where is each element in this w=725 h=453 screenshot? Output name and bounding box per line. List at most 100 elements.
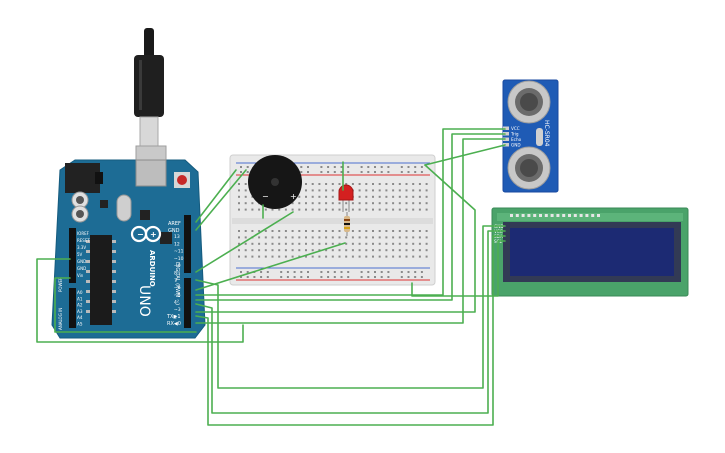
power-header-label: POWER bbox=[58, 277, 63, 292]
breadboard-hole bbox=[398, 208, 401, 211]
breadboard-hole bbox=[385, 230, 388, 232]
breadboard-hole bbox=[392, 202, 395, 205]
breadboard-hole bbox=[338, 208, 341, 211]
breadboard-hole bbox=[305, 230, 307, 232]
breadboard-hole bbox=[387, 271, 390, 273]
sensor-pin bbox=[503, 126, 509, 130]
breadboard-hole bbox=[418, 242, 421, 245]
breadboard-hole bbox=[284, 242, 287, 245]
breadboard-hole bbox=[291, 202, 294, 205]
breadboard-hole bbox=[298, 230, 301, 232]
wire-sensor-echo bbox=[195, 138, 506, 324]
lcd-header-pin bbox=[544, 214, 548, 217]
breadboard-hole bbox=[331, 255, 334, 258]
breadboard-hole bbox=[300, 271, 303, 273]
breadboard-hole bbox=[271, 249, 274, 252]
breadboard-hole bbox=[378, 183, 381, 185]
breadboard-hole bbox=[347, 171, 350, 173]
breadboard-hole bbox=[331, 242, 334, 245]
breadboard-hole bbox=[331, 208, 334, 211]
breadboard-hole bbox=[378, 236, 381, 239]
breadboard-hole bbox=[400, 271, 403, 273]
breadboard-hole bbox=[380, 271, 383, 273]
breadboard-hole bbox=[333, 271, 336, 273]
breadboard-hole bbox=[340, 171, 343, 173]
breadboard-hole bbox=[318, 230, 321, 232]
breadboard-hole bbox=[372, 208, 374, 211]
breadboard-hole bbox=[298, 236, 301, 239]
breadboard-hole bbox=[305, 189, 307, 192]
breadboard-hole bbox=[307, 171, 309, 173]
breadboard-hole bbox=[385, 183, 388, 185]
breadboard-hole bbox=[360, 271, 363, 273]
breadboard-hole bbox=[298, 202, 301, 205]
breadboard-hole bbox=[251, 195, 254, 198]
breadboard-hole bbox=[244, 242, 247, 245]
breadboard-hole bbox=[284, 249, 287, 252]
breadboard-hole bbox=[240, 171, 242, 173]
breadboard-hole bbox=[340, 276, 343, 278]
breadboard-hole bbox=[407, 171, 410, 173]
breadboard-hole bbox=[358, 255, 361, 258]
digital-pin-label: 13 bbox=[174, 234, 180, 240]
lcd-header-pin bbox=[562, 214, 566, 217]
breadboard-hole bbox=[258, 208, 261, 211]
breadboard-hole bbox=[378, 195, 381, 198]
analog-header-label: ANALOG IN bbox=[58, 308, 63, 330]
breadboard-hole bbox=[412, 255, 415, 258]
breadboard-hole bbox=[251, 208, 254, 211]
power-pin-label: GND bbox=[77, 259, 86, 264]
breadboard-hole bbox=[351, 208, 354, 211]
breadboard-hole bbox=[286, 276, 289, 278]
breadboard-hole bbox=[365, 208, 368, 211]
breadboard-hole bbox=[358, 242, 361, 245]
breadboard-hole bbox=[425, 236, 428, 239]
breadboard-hole bbox=[365, 249, 368, 252]
breadboard-hole bbox=[238, 236, 240, 239]
breadboard-hole bbox=[418, 208, 421, 211]
breadboard-hole bbox=[331, 230, 334, 232]
breadboard-hole bbox=[278, 242, 281, 245]
breadboard-hole bbox=[345, 255, 348, 258]
analog-pin-label: A3 bbox=[77, 309, 83, 314]
breadboard-hole bbox=[345, 242, 348, 245]
breadboard-hole bbox=[398, 195, 401, 198]
breadboard-hole bbox=[378, 230, 381, 232]
breadboard-hole bbox=[278, 208, 281, 211]
breadboard-hole bbox=[238, 195, 240, 198]
breadboard-hole bbox=[244, 189, 247, 192]
breadboard-hole bbox=[298, 249, 301, 252]
breadboard-hole bbox=[298, 242, 301, 245]
breadboard-hole bbox=[372, 249, 374, 252]
digital-pin-label: 8 bbox=[174, 271, 177, 277]
breadboard-hole bbox=[374, 276, 376, 278]
breadboard-hole bbox=[372, 189, 374, 192]
sensor-pin-label: GND bbox=[511, 143, 521, 148]
breadboard-hole bbox=[385, 202, 388, 205]
power-pin-label: 3.3V bbox=[77, 245, 86, 250]
wire-sensor-vcc bbox=[195, 128, 506, 296]
breadboard-hole bbox=[418, 189, 421, 192]
wire-gnd-rail bbox=[195, 169, 247, 231]
breadboard-hole bbox=[400, 171, 403, 173]
breadboard-hole bbox=[300, 166, 303, 168]
analog-pin-label: A2 bbox=[77, 303, 83, 308]
breadboard-hole bbox=[240, 166, 242, 168]
breadboard-hole bbox=[318, 208, 321, 211]
breadboard-hole bbox=[320, 171, 323, 173]
breadboard-hole bbox=[374, 166, 376, 168]
breadboard-hole bbox=[365, 242, 368, 245]
wire-5v-rail bbox=[195, 169, 237, 223]
breadboard-hole bbox=[325, 202, 328, 205]
lcd-header-pin bbox=[579, 214, 583, 217]
buzzer-minus-label: − bbox=[262, 192, 269, 201]
breadboard-hole bbox=[351, 236, 354, 239]
wire-lcd-sda bbox=[195, 235, 506, 426]
power-pin-label: GND bbox=[77, 266, 86, 271]
breadboard-hole bbox=[333, 166, 336, 168]
digital-pin-label: ~10 bbox=[174, 256, 184, 262]
breadboard-hole bbox=[378, 202, 381, 205]
breadboard-hole bbox=[291, 208, 294, 211]
breadboard-hole bbox=[258, 230, 261, 232]
breadboard-hole bbox=[311, 189, 314, 192]
